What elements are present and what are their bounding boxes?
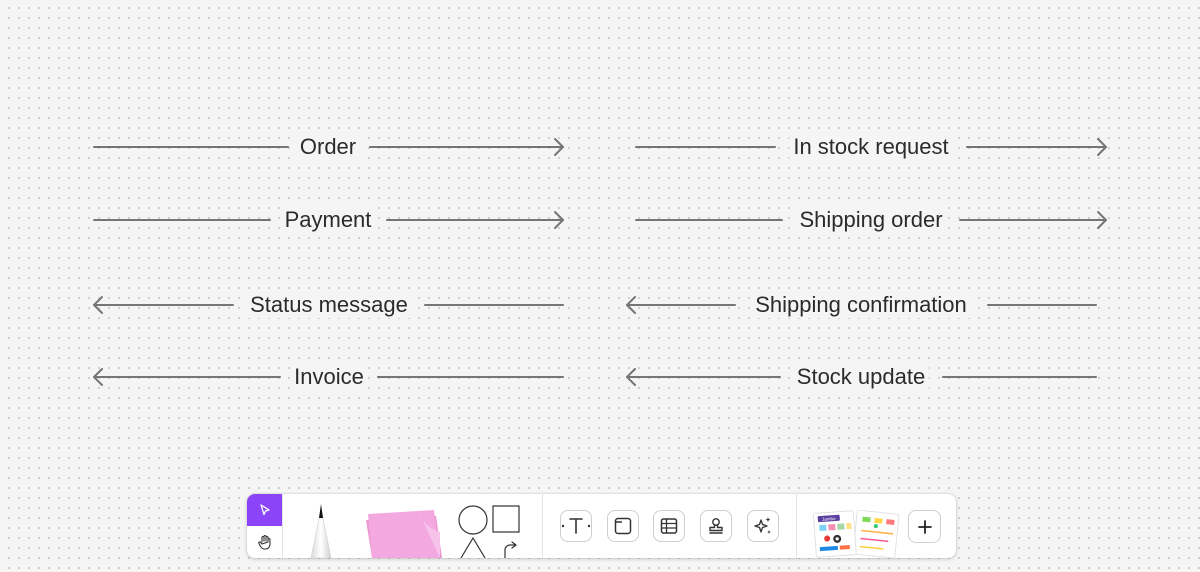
connector-label-payment[interactable]: Payment: [280, 207, 376, 233]
connector-shipping-confirmation[interactable]: [626, 296, 1097, 314]
connector-layer: [93, 138, 1107, 386]
templates-button[interactable]: Jambo: [809, 506, 901, 558]
sparkle-icon: [754, 517, 771, 534]
connector-label-order[interactable]: Order: [295, 134, 361, 160]
creation-toolbar: Jambo: [247, 494, 956, 558]
stamp-tool-button[interactable]: [700, 510, 732, 542]
hand-icon: [257, 534, 271, 550]
connector-label-invoice[interactable]: Invoice: [290, 364, 368, 390]
toolbar-divider: [282, 494, 283, 558]
ai-tool-button[interactable]: [747, 510, 779, 542]
connector-label-shipping-confirmation[interactable]: Shipping confirmation: [751, 292, 971, 318]
section-tool-button[interactable]: [607, 510, 639, 542]
connector-label-stock-update[interactable]: Stock update: [792, 364, 930, 390]
sticky-note-icon: [366, 510, 442, 558]
pen-icon: [310, 504, 332, 558]
connector-label-in-stock-request[interactable]: In stock request: [789, 134, 953, 160]
sticky-note-tool-button[interactable]: [358, 502, 448, 558]
connector-invoice[interactable]: [93, 368, 564, 386]
toolbar-divider: [796, 494, 797, 558]
connector-payment[interactable]: [93, 211, 564, 229]
text-icon: [561, 518, 591, 534]
cursor-arrow-icon: [259, 504, 270, 516]
stamp-icon: [709, 518, 723, 534]
connector-stock-update[interactable]: [626, 368, 1097, 386]
toolbar-divider: [542, 494, 543, 558]
table-icon: [660, 518, 678, 534]
shapes-tool-button[interactable]: [455, 502, 525, 558]
table-tool-button[interactable]: [653, 510, 685, 542]
select-tool-button[interactable]: [247, 494, 282, 526]
plus-icon: [917, 519, 932, 534]
connector-order[interactable]: [93, 138, 564, 156]
template-badge: Jambo: [822, 516, 836, 522]
more-tools-button[interactable]: [908, 510, 941, 543]
text-tool-button[interactable]: [560, 510, 592, 542]
templates-thumbnail-icon: Jambo: [813, 509, 900, 558]
connector-in-stock-request[interactable]: [635, 138, 1107, 156]
shapes-icon: [458, 505, 520, 558]
connector-status-message[interactable]: [93, 296, 564, 314]
hand-tool-button[interactable]: [247, 526, 282, 558]
connector-label-status-message[interactable]: Status message: [246, 292, 412, 318]
connector-shipping-order[interactable]: [635, 211, 1107, 229]
connector-label-shipping-order[interactable]: Shipping order: [795, 207, 947, 233]
section-icon: [614, 517, 632, 535]
pen-tool-button[interactable]: [299, 502, 343, 558]
